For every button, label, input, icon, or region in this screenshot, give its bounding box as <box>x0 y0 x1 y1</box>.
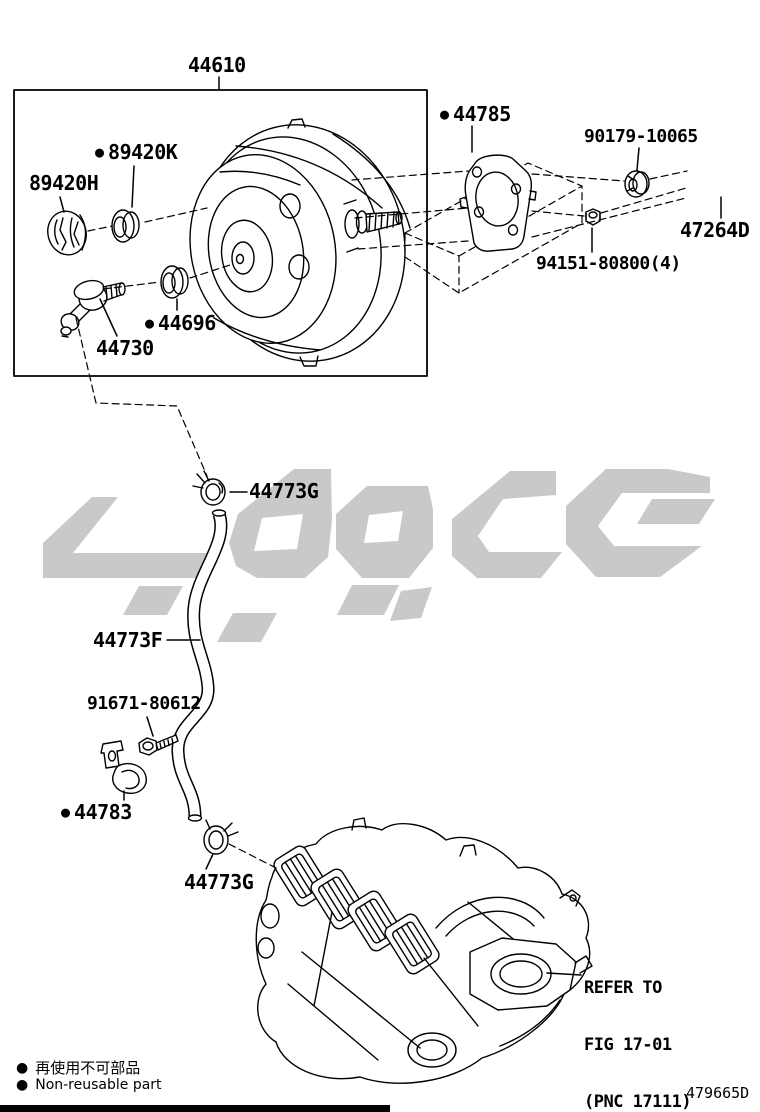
intake-manifold-drawing <box>255 817 593 1084</box>
bottom-black-bar <box>0 1105 390 1112</box>
grommet-89420k-drawing <box>111 209 140 243</box>
part-number: 44773F <box>93 628 163 652</box>
non-reusable-dot: ● <box>145 313 155 332</box>
callout-44773f[interactable]: 44773F <box>93 628 163 652</box>
part-number: 44730 <box>96 336 154 360</box>
refer-note-line3: (PNC 17111) <box>584 1092 692 1112</box>
gasket-44785-drawing <box>459 154 537 252</box>
callout-94151-80800[interactable]: 94151-80800(4) <box>536 255 681 273</box>
refer-note-line2: FIG 17-01 <box>584 1035 672 1055</box>
bracket-44783-drawing <box>100 740 147 795</box>
nut-94151-drawing <box>585 208 601 226</box>
callout-44783[interactable]: ● 44783 <box>61 802 132 822</box>
legend-text-en: Non-reusable part <box>35 1077 162 1093</box>
part-number: 44773G <box>249 479 319 503</box>
callout-91671-80612[interactable]: 91671-80612 <box>87 695 201 713</box>
callout-44785[interactable]: ● 44785 <box>440 104 511 124</box>
assembly-box <box>13 89 428 377</box>
callout-90179-10065[interactable]: 90179-10065 <box>584 128 698 146</box>
refer-note: REFER TO FIG 17-01 (PNC 17111) <box>584 941 692 1112</box>
non-reusable-dot: ● <box>16 1059 29 1076</box>
part-number: 44696 <box>158 311 216 335</box>
callout-47264d[interactable]: 47264D <box>680 218 750 242</box>
part-number: 44610 <box>188 53 246 77</box>
legend-non-reusable-jp: ● 再使用不可部品 <box>16 1057 140 1078</box>
callout-44730[interactable]: 44730 <box>96 338 154 358</box>
part-number: 91671-80612 <box>87 693 201 714</box>
legend-text-jp: 再使用不可部品 <box>35 1059 141 1077</box>
vacuum-hose-drawing <box>171 509 228 822</box>
grommet-89420h-drawing <box>47 210 87 256</box>
callout-44773g-lower[interactable]: 44773G <box>184 870 254 894</box>
elbow-union-44730-drawing <box>60 279 126 338</box>
nut-90179-drawing <box>624 170 650 198</box>
callout-44696[interactable]: ● 44696 <box>145 313 216 333</box>
part-number: 47264D <box>680 218 750 242</box>
watermark-logo <box>43 469 715 642</box>
part-number: 44785 <box>453 102 511 126</box>
part-number: 89420H <box>29 171 99 195</box>
part-number: 94151-80800(4) <box>536 253 681 274</box>
bolt-91671-drawing <box>138 734 179 756</box>
part-number: 90179-10065 <box>584 126 698 147</box>
non-reusable-dot: ● <box>95 142 105 161</box>
callout-44773g-upper[interactable]: 44773G <box>249 479 319 503</box>
part-number: 44773G <box>184 870 254 894</box>
callout-89420h[interactable]: 89420H <box>29 171 99 195</box>
brake-booster-drawing <box>189 118 411 367</box>
legend-non-reusable-en: ● Non-reusable part <box>16 1077 162 1093</box>
non-reusable-dot: ● <box>61 802 71 821</box>
part-number: 89420K <box>108 140 178 164</box>
non-reusable-dot: ● <box>440 104 450 123</box>
part-number: 44783 <box>74 800 132 824</box>
refer-note-line1: REFER TO <box>584 978 662 998</box>
hose-clamp-lower-drawing <box>203 819 239 855</box>
dashed-leader-lines <box>75 170 688 871</box>
callout-89420k[interactable]: ● 89420K <box>95 140 178 164</box>
grommet-44696-drawing <box>160 265 189 299</box>
non-reusable-dot: ● <box>16 1077 29 1093</box>
callout-44610[interactable]: 44610 <box>188 55 246 75</box>
doc-code: 479665D <box>686 1084 750 1102</box>
hose-clamp-upper-drawing <box>192 470 226 506</box>
callout-leader-lines <box>59 76 722 976</box>
